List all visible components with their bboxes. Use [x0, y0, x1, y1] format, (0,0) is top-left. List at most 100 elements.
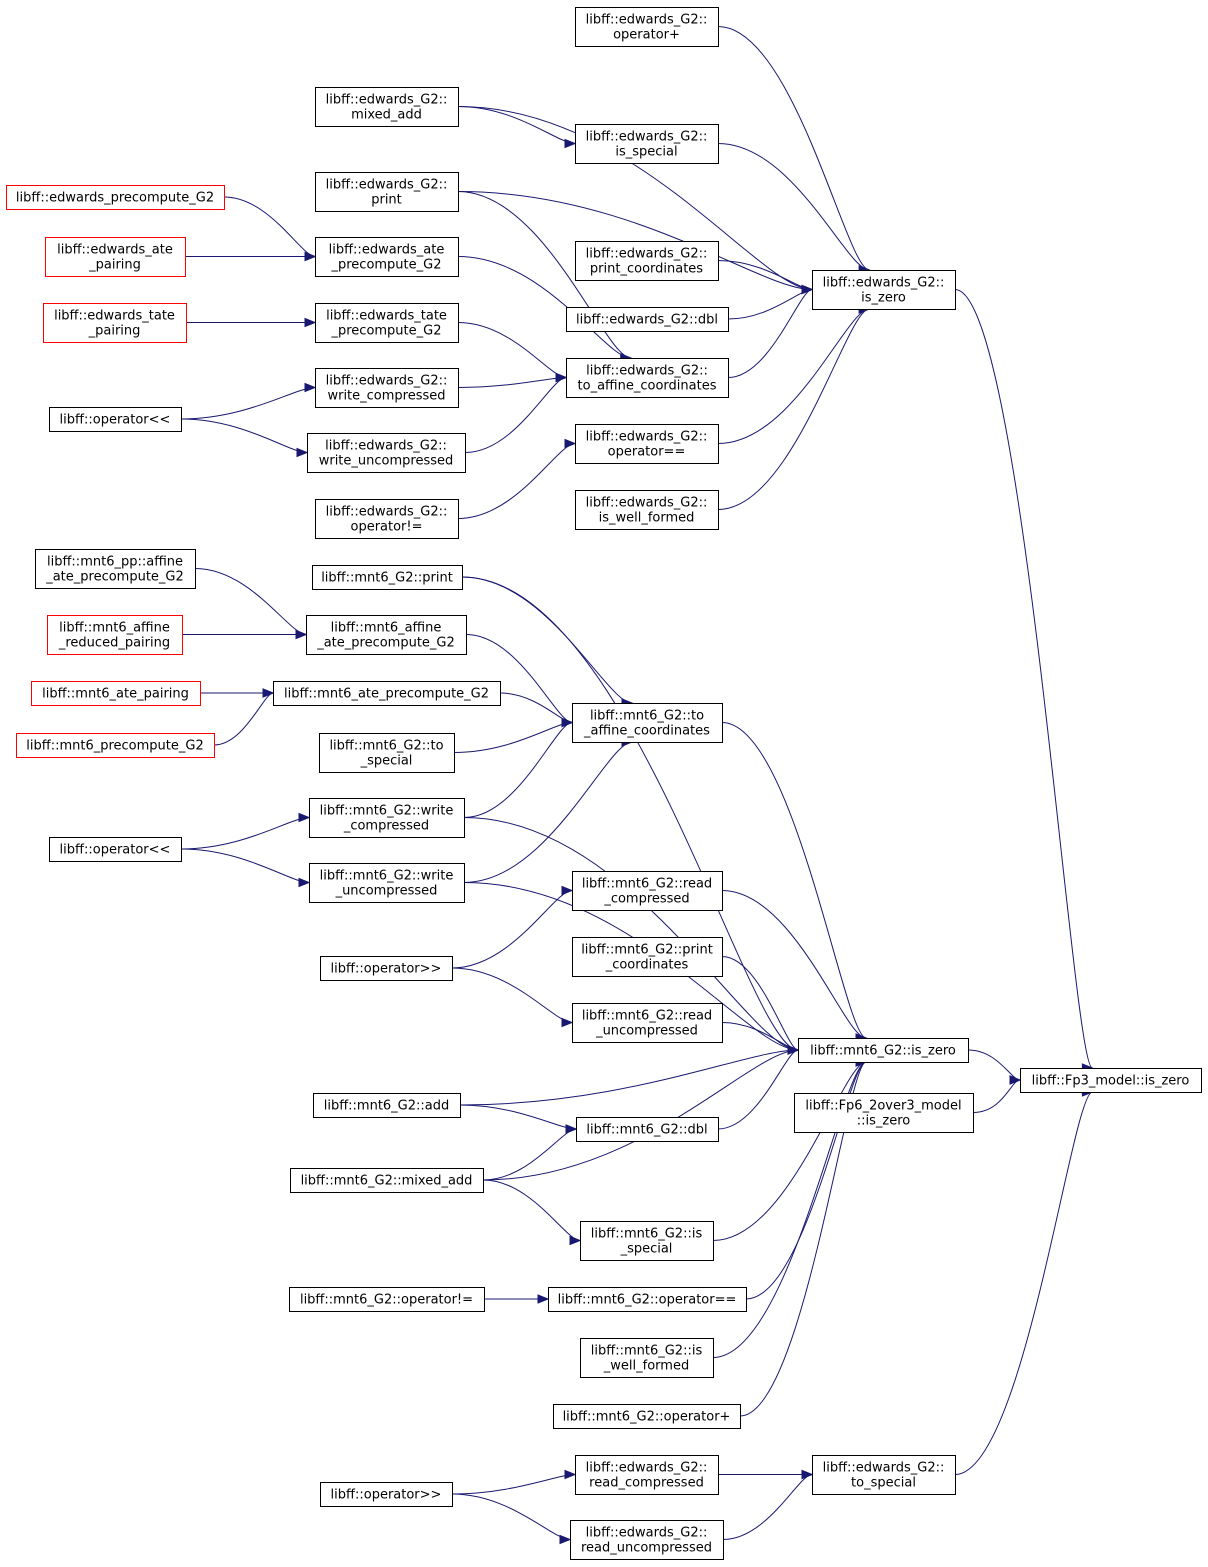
node-root[interactable]: libff::Fp3_model::is_zero [1020, 1068, 1202, 1093]
node-eg-to-special[interactable]: libff::edwards_G2::to_special [812, 1455, 956, 1495]
node-eg-is-special[interactable]: libff::edwards_G2::is_special [575, 124, 719, 164]
node-label: libff::edwards_G2:: [586, 247, 708, 262]
node-label: libff::mnt6_G2::print [581, 943, 713, 958]
node-label: libff::edwards_tate [326, 309, 447, 324]
node-box [35, 549, 196, 589]
node-eg-write-uncomp[interactable]: libff::edwards_G2::write_uncompressed [307, 433, 466, 473]
node-box [320, 1482, 453, 1507]
node-box [572, 703, 723, 743]
node-eg-write-comp[interactable]: libff::edwards_G2::write_compressed [315, 368, 459, 408]
node-eg-is-zero[interactable]: libff::edwards_G2::is_zero [812, 270, 956, 310]
edge-eg_opplus-to-eg_is_zero [717, 26, 871, 275]
edge-m6g_opneq-to-m6g_opeq [484, 1294, 550, 1304]
node-op-shl-2[interactable]: libff::operator<< [49, 837, 182, 862]
node-e-precompute-g2[interactable]: libff::edwards_precompute_G2 [6, 185, 225, 210]
edge-op_shl_1-to-eg_write_comp [180, 382, 317, 420]
node-m6g-opeq[interactable]: libff::mnt6_G2::operator== [548, 1287, 747, 1312]
node-box [312, 565, 463, 590]
node-e-ate-precompute-g2[interactable]: libff::edwards_ate_precompute_G2 [315, 237, 459, 277]
node-eg-read-comp[interactable]: libff::edwards_G2::read_compressed [575, 1455, 719, 1495]
node-m6g-opneq[interactable]: libff::mnt6_G2::operator!= [289, 1287, 485, 1312]
node-eg-opeq[interactable]: libff::edwards_G2::operator== [575, 424, 719, 464]
edge-m6_ate_pairing-to-m6_ate_pre [199, 688, 275, 698]
node-eg-opplus[interactable]: libff::edwards_G2::operator+ [575, 7, 719, 47]
node-m6g-print-coords[interactable]: libff::mnt6_G2::print_coordinates [572, 937, 723, 977]
edge-m6g_is_special-to-m6_is_zero [712, 1057, 868, 1241]
node-label: libff::mnt6_G2::print [321, 571, 453, 586]
node-m6-precompute-g2[interactable]: libff::mnt6_precompute_G2 [16, 733, 215, 758]
node-m6-ate-pairing[interactable]: libff::mnt6_ate_pairing [31, 681, 201, 706]
node-label: libff::mnt6_ate_pairing [42, 687, 189, 702]
node-m6g-is-special[interactable]: libff::mnt6_G2::is_special [580, 1221, 714, 1261]
node-op-shl-1[interactable]: libff::operator<< [49, 407, 182, 432]
node-m6-affine-reduced[interactable]: libff::mnt6_affine_reduced_pairing [47, 615, 183, 655]
edge-eg_to_affine-to-eg_is_zero [727, 284, 814, 378]
edge-m6g_print_coords-to-m6_is_zero [721, 956, 800, 1055]
node-m6g-write-comp[interactable]: libff::mnt6_G2::write_compressed [309, 798, 465, 838]
nodes-layer: libff::Fp3_model::is_zerolibff::edwards_… [6, 7, 1202, 1560]
node-label: libff::edwards_G2:: [823, 1461, 945, 1476]
node-box [307, 433, 466, 473]
node-m6g-read-comp[interactable]: libff::mnt6_G2::read_compressed [572, 871, 723, 911]
node-box [315, 172, 459, 212]
node-label: libff::edwards_G2:: [586, 1461, 708, 1476]
node-label: libff::edwards_G2:: [586, 130, 708, 145]
node-m6g-dbl[interactable]: libff::mnt6_G2::dbl [576, 1117, 719, 1142]
node-label: write_compressed [327, 389, 445, 404]
node-op-shr-2[interactable]: libff::operator>> [320, 1482, 453, 1507]
node-label: libff::edwards_G2:: [586, 496, 708, 511]
node-label: mixed_add [351, 108, 422, 123]
node-eg-read-uncomp[interactable]: libff::edwards_G2::read_uncompressed [570, 1520, 724, 1560]
edge-e_ate_pairing-to-e_ate_precompute_g2 [185, 251, 317, 262]
node-box [49, 407, 182, 432]
node-eg-print-coords[interactable]: libff::edwards_G2::print_coordinates [575, 241, 719, 281]
node-e-ate-pairing[interactable]: libff::edwards_ate_pairing [45, 237, 186, 277]
node-m6g-mixed-add[interactable]: libff::mnt6_G2::mixed_add [290, 1168, 484, 1193]
node-fp6-is-zero[interactable]: libff::Fp6_2over3_model::is_zero [794, 1093, 974, 1133]
node-box [313, 1093, 461, 1118]
node-label: _uncompressed [595, 1024, 698, 1039]
node-m6g-add[interactable]: libff::mnt6_G2::add [313, 1093, 461, 1118]
node-label: _pairing [88, 324, 141, 339]
node-m6-affine-ate-pre[interactable]: libff::mnt6_affine_ate_precompute_G2 [306, 615, 467, 655]
node-eg-is-well-formed[interactable]: libff::edwards_G2::is_well_formed [575, 490, 719, 530]
node-label: _pairing [88, 258, 141, 273]
node-label: libff::mnt6_precompute_G2 [26, 739, 203, 754]
node-m6g-opplus[interactable]: libff::mnt6_G2::operator+ [553, 1404, 741, 1429]
node-eg-dbl[interactable]: libff::edwards_G2::dbl [566, 307, 729, 332]
node-m6-ate-pre[interactable]: libff::mnt6_ate_precompute_G2 [273, 681, 501, 706]
node-m6g-to-affine[interactable]: libff::mnt6_G2::to_affine_coordinates [572, 703, 723, 743]
node-e-tate-pairing[interactable]: libff::edwards_tate_pairing [43, 303, 187, 343]
node-m6g-to-special[interactable]: libff::mnt6_G2::to_special [319, 733, 455, 773]
node-eg-print[interactable]: libff::edwards_G2::print [315, 172, 459, 212]
node-m6pp-affine-ate[interactable]: libff::mnt6_pp::affine_ate_precompute_G2 [35, 549, 196, 589]
node-label: libff::edwards_ate [57, 243, 173, 258]
node-label: libff::mnt6_G2::read [582, 1009, 712, 1024]
node-label: _special [620, 1242, 673, 1257]
node-label: _reduced_pairing [58, 636, 170, 651]
node-eg-to-affine[interactable]: libff::edwards_G2::to_affine_coordinates [566, 358, 729, 398]
node-label: read_compressed [589, 1476, 704, 1491]
node-label: libff::edwards_G2:: [586, 430, 708, 445]
node-label: libff::edwards_tate [54, 309, 175, 324]
node-label: libff::edwards_G2:: [326, 178, 448, 193]
node-eg-mixed-add[interactable]: libff::edwards_G2::mixed_add [315, 87, 459, 127]
node-box [572, 1003, 723, 1043]
node-op-shr-1[interactable]: libff::operator>> [320, 956, 453, 981]
node-m6g-print[interactable]: libff::mnt6_G2::print [312, 565, 463, 590]
node-m6g-is-well-formed[interactable]: libff::mnt6_G2::is_well_formed [580, 1338, 714, 1378]
edge-op_shl_2-to-m6g_write_comp [180, 812, 311, 850]
node-m6g-write-uncomp[interactable]: libff::mnt6_G2::write_uncompressed [309, 863, 465, 903]
node-box [16, 733, 215, 758]
edge-m6g_read_uncomp-to-m6_is_zero [721, 1022, 800, 1055]
edge-eg_opneq-to-eg_opeq [457, 438, 577, 519]
node-box [1020, 1068, 1202, 1093]
node-box [45, 237, 186, 277]
node-label: _precompute_G2 [330, 258, 441, 273]
node-e-tate-precompute-g2[interactable]: libff::edwards_tate_precompute_G2 [315, 303, 459, 343]
node-m6g-read-uncomp[interactable]: libff::mnt6_G2::read_uncompressed [572, 1003, 723, 1043]
node-eg-opneq[interactable]: libff::edwards_G2::operator!= [315, 499, 459, 539]
node-m6-is-zero[interactable]: libff::mnt6_G2::is_zero [798, 1038, 969, 1063]
edge-op_shl_2-to-m6g_write_uncomp [180, 848, 311, 888]
node-label: libff::mnt6_affine [331, 621, 442, 636]
